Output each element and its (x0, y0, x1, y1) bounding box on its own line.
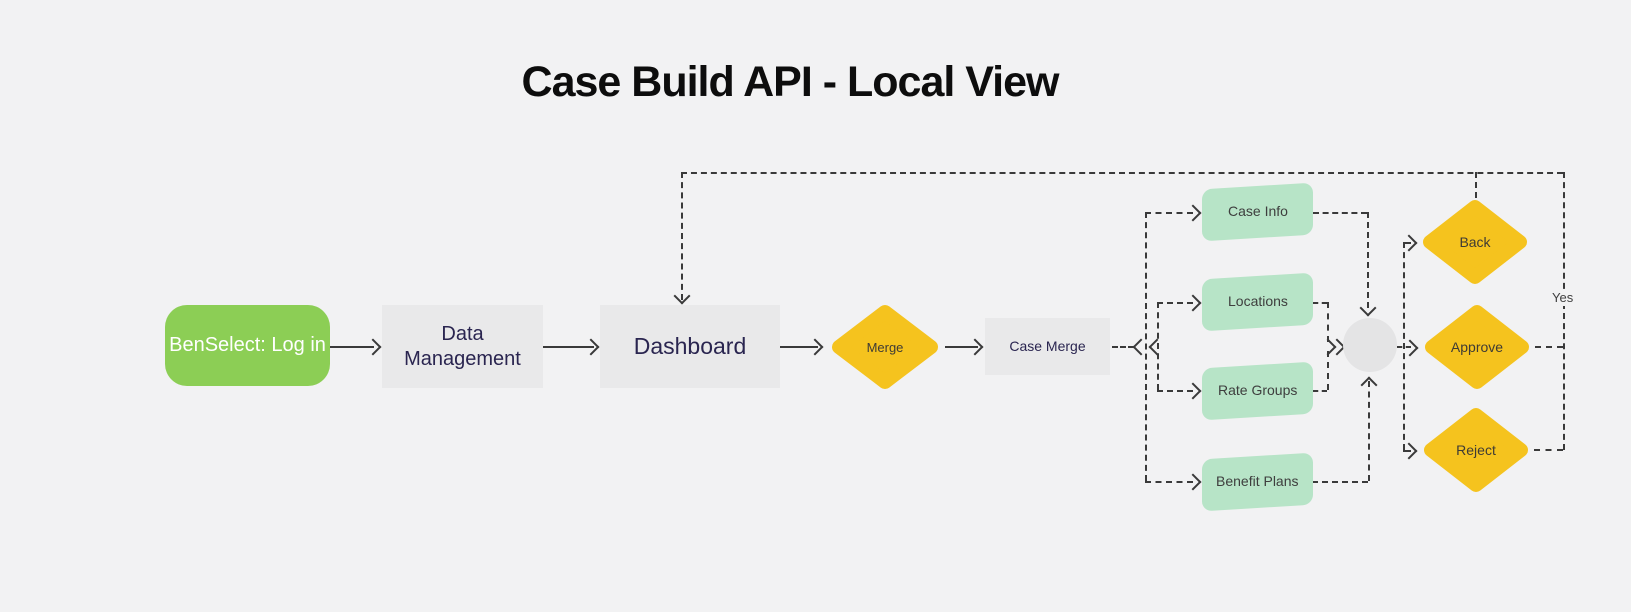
dashed-connector (1403, 450, 1411, 452)
flow-connector (945, 346, 978, 348)
node-case-info[interactable]: Case Info (1202, 182, 1313, 242)
diamond-shape (1425, 305, 1529, 389)
dashed-connector (1313, 302, 1327, 304)
dashed-connector (1475, 172, 1477, 198)
dashed-connector (1403, 242, 1411, 244)
diamond-shape (832, 305, 938, 389)
dashed-connector (1157, 390, 1193, 392)
flow-connector (543, 346, 594, 348)
node-locations-label: Locations (1227, 293, 1288, 310)
node-reject-label: Reject (1456, 442, 1496, 458)
node-merge-label: Merge (866, 339, 904, 355)
node-benselect-login[interactable]: BenSelect: Log in (165, 305, 330, 386)
node-reject-decision[interactable]: Reject (1418, 405, 1534, 495)
dashed-connector (1327, 302, 1329, 342)
node-dashboard[interactable]: Dashboard (600, 305, 780, 388)
dashed-connector (1368, 381, 1370, 481)
dashed-connector (681, 172, 1563, 174)
node-join-circle[interactable] (1343, 318, 1397, 372)
dashed-connector (1563, 172, 1565, 450)
arrowhead-up (1360, 376, 1378, 394)
node-data-management[interactable]: Data Management (382, 305, 543, 388)
dashed-connector (1312, 481, 1368, 483)
dashed-connector (1112, 346, 1134, 348)
arrowhead-right (1184, 294, 1202, 312)
arrowhead-down (1359, 299, 1377, 317)
arrowhead-right (966, 338, 984, 356)
node-approve-label: Approve (1450, 339, 1504, 355)
node-rate-groups[interactable]: Rate Groups (1202, 361, 1313, 421)
node-dashboard-label: Dashboard (633, 333, 747, 360)
arrowhead-right (806, 338, 824, 356)
dashed-connector (1157, 302, 1159, 390)
node-case-merge[interactable]: Case Merge (985, 318, 1110, 375)
arrowhead-left (1148, 338, 1166, 356)
dashed-connector (681, 172, 683, 300)
dashed-connector (1534, 449, 1563, 451)
dashed-connector (1145, 212, 1147, 481)
flow-connector (330, 346, 374, 348)
arrowhead-right (1184, 382, 1202, 400)
arrowhead-right (1184, 204, 1202, 222)
edge-label-yes: Yes (1548, 289, 1578, 306)
dashed-connector (1313, 212, 1367, 214)
dashed-connector (1157, 302, 1193, 304)
node-back-label: Back (1459, 234, 1491, 250)
node-data-management-label: Data Management (404, 322, 521, 370)
node-rate-groups-label: Rate Groups (1217, 382, 1298, 399)
arrowhead-right (1184, 473, 1202, 491)
dashed-connector (1145, 212, 1193, 214)
node-back-decision[interactable]: Back (1417, 197, 1533, 287)
dashed-connector (1145, 481, 1193, 483)
arrowhead-right (364, 338, 382, 356)
node-case-merge-label: Case Merge (1009, 337, 1086, 354)
diamond-shape (1423, 200, 1527, 284)
dashed-connector (1403, 242, 1405, 450)
node-case-info-label: Case Info (1227, 203, 1288, 220)
node-benefit-plans[interactable]: Benefit Plans (1202, 452, 1313, 512)
node-approve-decision[interactable]: Approve (1419, 302, 1535, 392)
node-locations[interactable]: Locations (1202, 272, 1313, 332)
arrowhead-down (673, 287, 691, 305)
dashed-connector (1327, 351, 1329, 390)
dashed-connector (1535, 346, 1563, 348)
node-merge-decision[interactable]: Merge (825, 301, 945, 393)
node-benselect-label: BenSelect: Log in (169, 334, 326, 356)
arrowhead-right (582, 338, 600, 356)
node-benefit-plans-label: Benefit Plans (1216, 473, 1299, 490)
dashed-connector (1367, 212, 1369, 308)
diagram-title: Case Build API - Local View (521, 58, 1060, 106)
diamond-shape (1424, 408, 1528, 492)
dashed-connector (1313, 390, 1327, 392)
flow-connector (780, 346, 818, 348)
